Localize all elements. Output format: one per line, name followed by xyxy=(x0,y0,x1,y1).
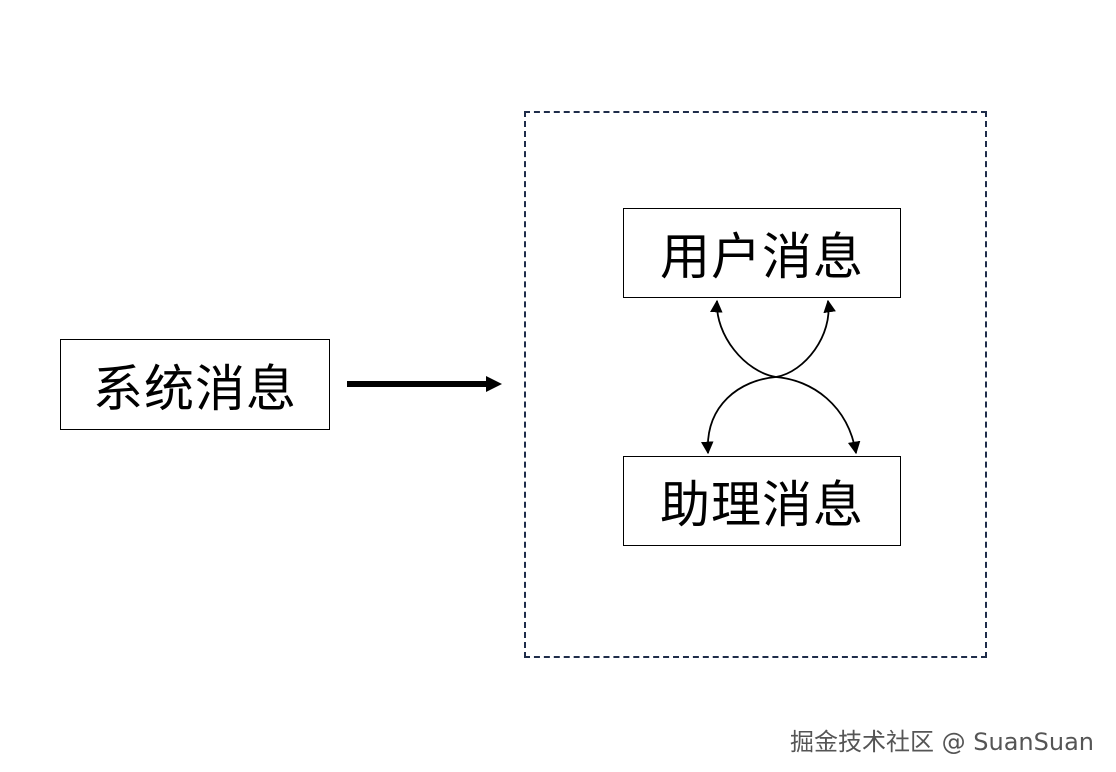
assistant-message-node: 助理消息 xyxy=(623,456,901,546)
assistant-to-user-curve-left xyxy=(701,376,777,455)
user-message-label: 用户消息 xyxy=(660,228,864,286)
user-message-node: 用户消息 xyxy=(623,208,901,298)
watermark-text: 掘金技术社区 @ SuanSuan xyxy=(790,728,1094,756)
assistant-to-user-curve-right xyxy=(775,376,861,455)
system-message-label: 系统消息 xyxy=(93,359,297,418)
conversation-group-frame xyxy=(524,111,987,658)
assistant-message-label: 助理消息 xyxy=(660,476,864,534)
user-to-assistant-curve-right xyxy=(775,299,836,378)
system-to-group-arrowhead xyxy=(486,376,502,392)
user-to-assistant-curve-left xyxy=(710,299,777,378)
system-message-node: 系统消息 xyxy=(60,339,330,430)
